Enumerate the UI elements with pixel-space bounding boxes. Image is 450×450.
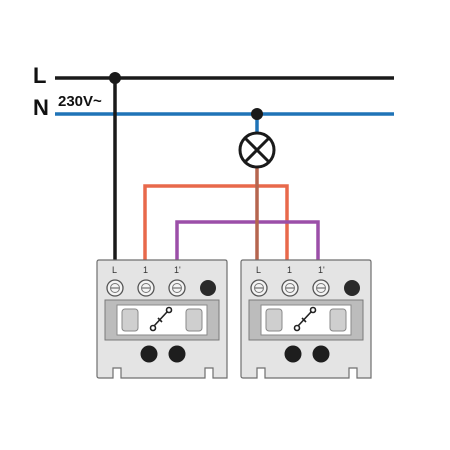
switch-1-terminal-l-label: L (112, 265, 117, 275)
switch-1-contact-right (185, 308, 203, 332)
switch-1-socket-right (168, 345, 186, 363)
wires (113, 78, 320, 264)
live-junction-dot (109, 72, 121, 84)
switch-2: L 1 1' (240, 259, 372, 379)
switch-1-terminal-1prime-label: 1' (174, 265, 181, 275)
switch-2-screw-terminal-icon (281, 279, 299, 297)
n-line-label: N (33, 95, 49, 120)
supply-lines: L N 230V~ (33, 63, 394, 120)
switch-2-terminal-1prime-label: 1' (318, 265, 325, 275)
voltage-label: 230V~ (58, 93, 102, 110)
switch-1-release-hole (200, 280, 216, 296)
two-way-switch-icon (293, 306, 317, 332)
switch-1-terminal-1-label: 1 (143, 265, 148, 275)
switch-1-contact-left (121, 308, 139, 332)
switch-2-screw-terminal-icon (250, 279, 268, 297)
traveler-wire-1 (143, 184, 289, 264)
switch-2-screw-terminal-icon (312, 279, 330, 297)
switch-2-terminal-1-label: 1 (287, 265, 292, 275)
traveler-wire-2 (175, 220, 320, 264)
switch-2-socket-right (312, 345, 330, 363)
switch-1-screw-terminal-icon (137, 279, 155, 297)
switch-2-socket-left (284, 345, 302, 363)
switch-1-screw-terminal-icon (168, 279, 186, 297)
lamp-cross-icon (238, 131, 276, 169)
two-way-switch-icon (149, 306, 173, 332)
switch-2-release-hole (344, 280, 360, 296)
switch-2-contact-left (265, 308, 283, 332)
neutral-junction-dot (251, 108, 263, 120)
switch-2-terminal-l-label: L (256, 265, 261, 275)
switch-2-contact-right (329, 308, 347, 332)
switch-1: L 1 1' (96, 259, 228, 379)
switch-1-screw-terminal-icon (106, 279, 124, 297)
l-line-label: L (33, 63, 46, 88)
switch-1-socket-left (140, 345, 158, 363)
